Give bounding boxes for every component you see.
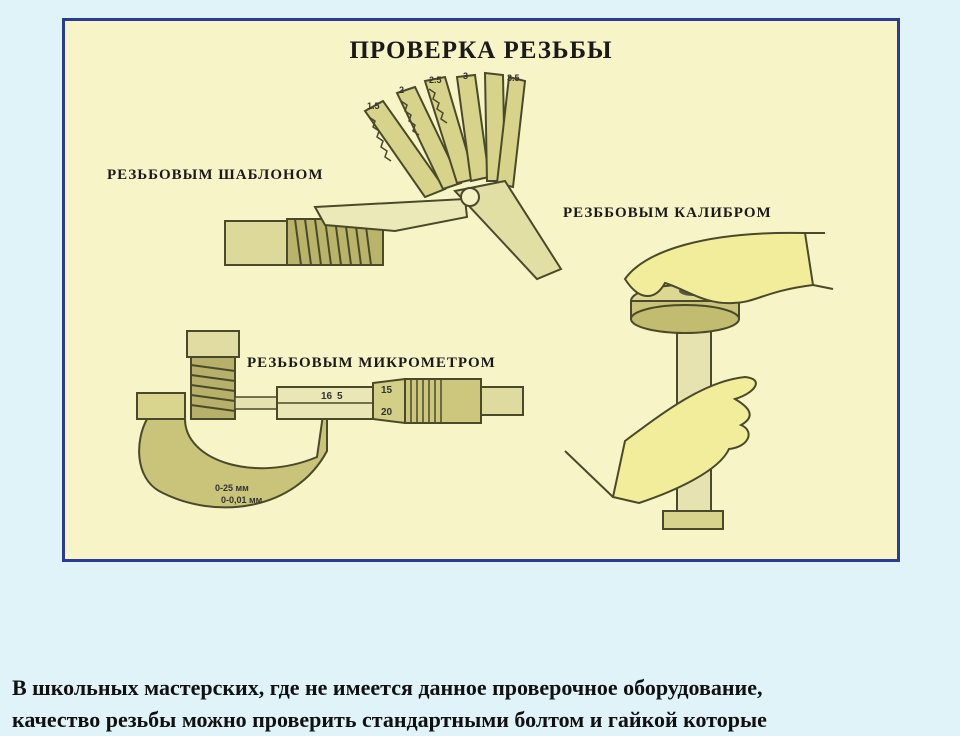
- template-pivot: [460, 187, 480, 207]
- template-bolt-head: [224, 220, 288, 266]
- micrometer-spindle: [234, 396, 280, 410]
- micrometer-frame: [138, 392, 328, 509]
- caption-line-2: качество резьбы можно проверить стандарт…: [12, 707, 767, 732]
- figure-title: ПРОВЕРКА РЕЗЬБЫ: [349, 37, 613, 64]
- micrometer-range-labels: 0-25 мм 0-0,01 мм: [215, 483, 263, 505]
- template-handle: [313, 197, 469, 233]
- caption-text: В школьных мастерских, где не имеется да…: [12, 672, 957, 736]
- micrometer-scale-mark: 5: [337, 391, 343, 402]
- micrometer-drawing: 16 5 15 20 0-25 мм 0-0,01 мм: [136, 330, 524, 509]
- micrometer-scale-mark: 16: [321, 391, 333, 402]
- lower-hand: [611, 375, 757, 505]
- thread-template-drawing: 1.5 2 2.5 3 3.5: [224, 71, 563, 281]
- micrometer-range-mark: 0-25 мм: [215, 483, 249, 493]
- template-teeth: [368, 88, 448, 162]
- template-open-blade: [453, 179, 563, 281]
- template-pitch-labels: 1.5 2 2.5 3 3.5: [367, 71, 520, 111]
- micrometer-range-mark: 0-0,01 мм: [221, 495, 263, 505]
- micrometer-anvil: [136, 392, 186, 420]
- caption-line-1: В школьных мастерских, где не имеется да…: [12, 675, 763, 700]
- template-pitch-mark: 3.5: [507, 73, 520, 83]
- template-blades: [363, 71, 527, 199]
- micrometer-scale-labels: 16 5 15 20: [321, 385, 393, 418]
- label-thread-micrometer: РЕЗЬБОВЫМ МИКРОМЕТРОМ: [247, 355, 496, 371]
- template-pitch-mark: 2.5: [429, 75, 442, 85]
- template-pitch-mark: 3: [463, 71, 468, 81]
- measured-bolt-head: [186, 330, 240, 358]
- micrometer-ratchet: [480, 386, 524, 416]
- template-thread-lines: [294, 218, 372, 266]
- gauge-bolt-nut: [662, 510, 724, 530]
- upper-hand: [623, 231, 815, 305]
- template-pitch-mark: 1.5: [367, 101, 380, 111]
- label-thread-template: РЕЗЬБОВЫМ ШАБЛОНОМ: [107, 167, 324, 183]
- micrometer-scale-mark: 15: [381, 385, 393, 396]
- tools-illustration: 1.5 2 2.5 3 3.5: [136, 71, 834, 530]
- template-pitch-mark: 2: [399, 85, 404, 95]
- illustration-frame: ПРОВЕРКА РЕЗЬБЫ: [62, 18, 900, 562]
- ring-gauge-drawing: [564, 231, 834, 530]
- label-thread-gauge: РЕЗББОВЫМ КАЛИБРОМ: [563, 205, 772, 221]
- micrometer-scale-mark: 20: [381, 407, 393, 418]
